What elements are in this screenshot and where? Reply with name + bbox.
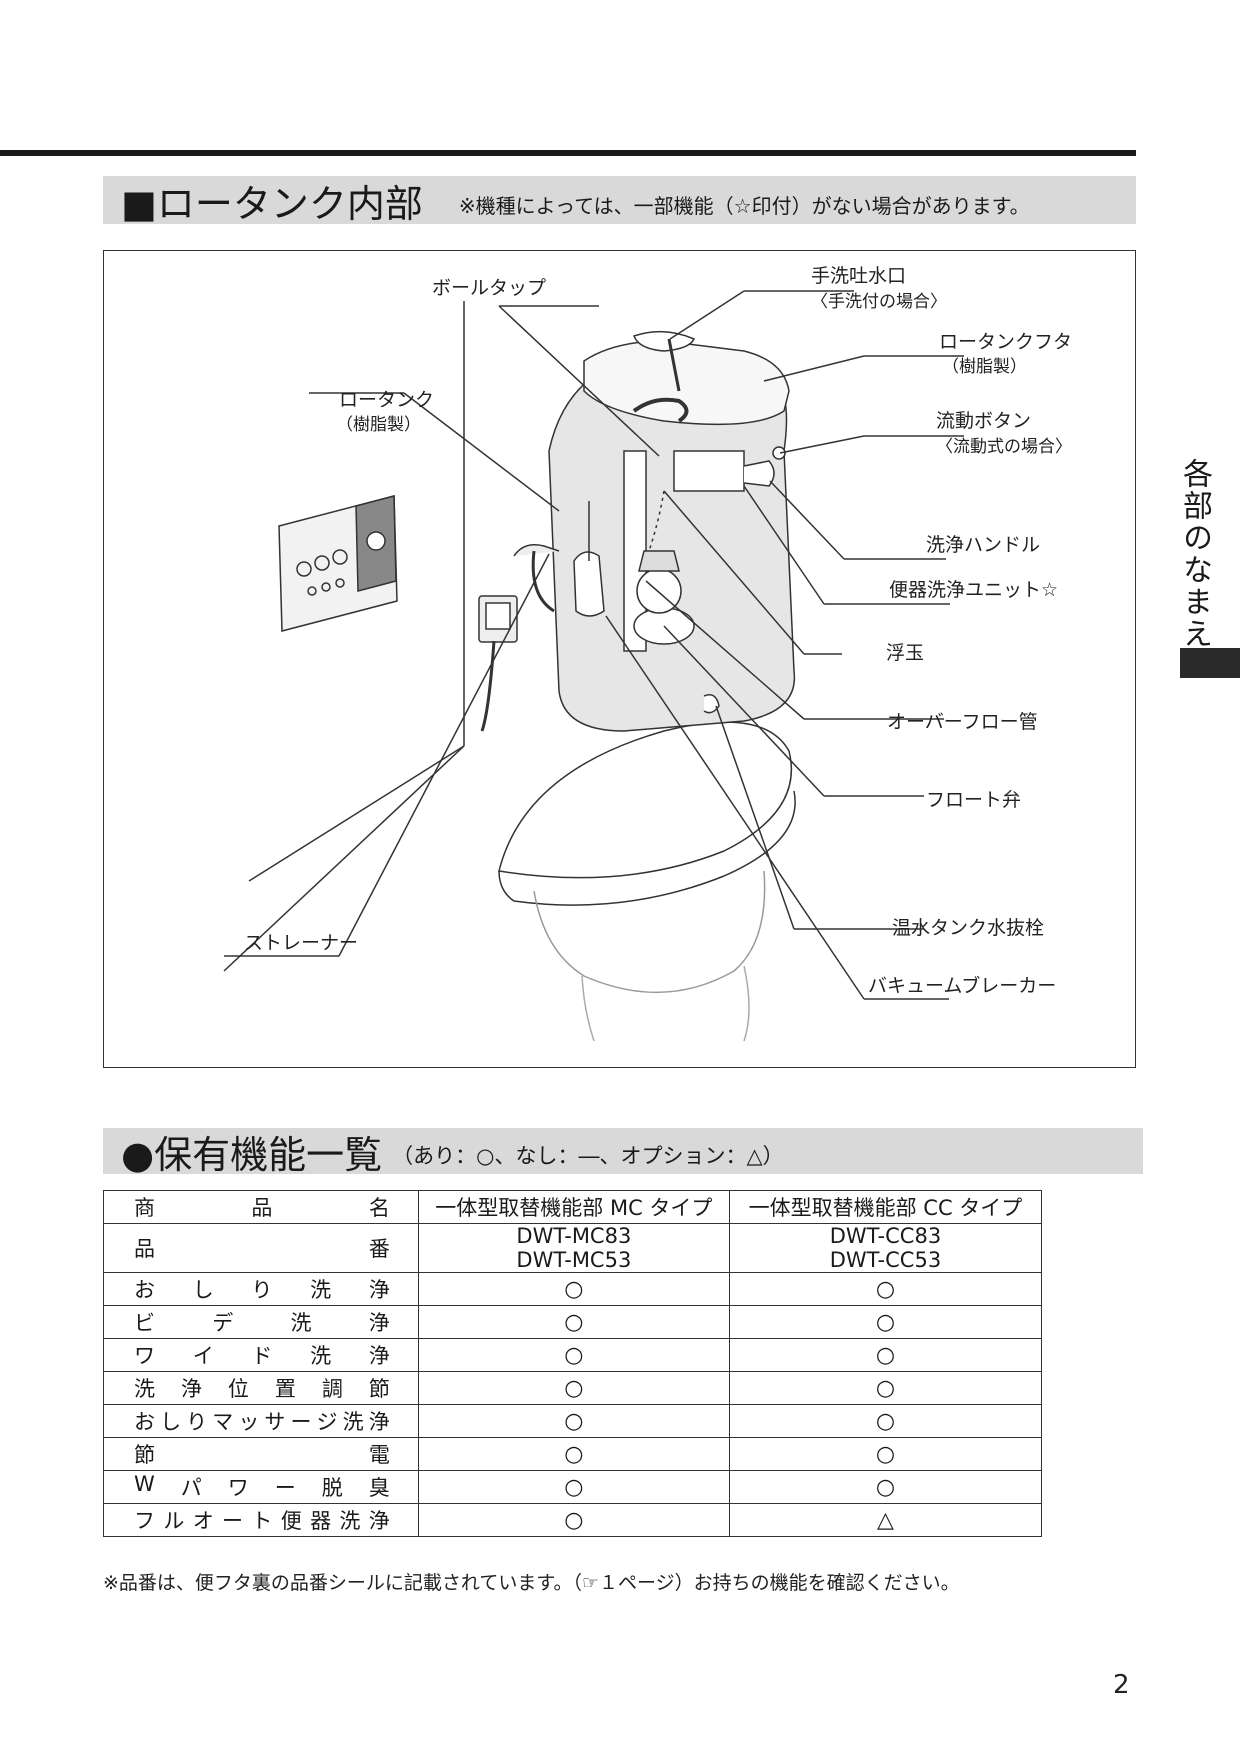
model-mc-cell: DWT-MC83 DWT-MC53 [417, 1223, 730, 1273]
feature-mc: ○ [417, 1470, 730, 1504]
label-vacuum-breaker: バキュームブレーカー [868, 974, 1056, 997]
model-mc-line1: DWT-MC83 [516, 1224, 632, 1248]
feature-label-cell: フルオート便器洗浄 [103, 1503, 419, 1537]
feature-label: ワイド洗浄 [134, 1344, 390, 1368]
feature-cc: ○ [728, 1404, 1043, 1438]
outlet-icon [478, 595, 518, 732]
side-tab-bar [1180, 648, 1240, 678]
model-cc-line2: DWT-CC53 [829, 1248, 942, 1272]
footnote: ※品番は、便フタ裏の品番シールに記載されています。（☞１ページ）お持ちの機能を確… [103, 1572, 960, 1594]
feature-cc: ○ [728, 1371, 1043, 1405]
features-table: 商品名 一体型取替機能部 MC タイプ 一体型取替機能部 CC タイプ 品番 D… [103, 1190, 1043, 1537]
header-mc: 一体型取替機能部 MC タイプ [417, 1190, 730, 1224]
feature-label: おしりマッサージ洗浄 [134, 1410, 390, 1434]
table-row: 節電 ○○ [103, 1437, 1043, 1471]
label-flow-button-note: 〈流動式の場合〉 [936, 437, 1072, 457]
section-header-tank: ■ロータンク内部 ※機種によっては、一部機能（☆印付）がない場合があります。 [103, 176, 1136, 226]
feature-label: フルオート便器洗浄 [134, 1509, 390, 1533]
label-tank-note: （樹脂製） [336, 415, 421, 435]
side-tab-label: 各部のなまえ [1177, 458, 1212, 650]
feature-cc: ○ [728, 1470, 1043, 1504]
label-overflow-pipe: オーバーフロー管 [887, 711, 1038, 733]
feature-label-cell: おしり洗浄 [103, 1272, 419, 1306]
feature-mc: ○ [417, 1404, 730, 1438]
label-flush-unit: 便器洗浄ユニット☆ [889, 579, 1058, 601]
label-spout-note: 〈手洗付の場合〉 [811, 292, 947, 312]
section-note: ※機種によっては、一部機能（☆印付）がない場合があります。 [458, 193, 1030, 218]
table-row: ワイド洗浄 ○○ [103, 1338, 1043, 1372]
feature-label-cell: ビデ洗浄 [103, 1305, 419, 1339]
model-cc-line1: DWT-CC83 [829, 1224, 942, 1248]
label-ball-tap: ボールタップ [432, 277, 546, 299]
table-row: おしりマッサージ洗浄 ○○ [103, 1404, 1043, 1438]
top-rule [0, 150, 1136, 156]
feature-mc: ○ [417, 1371, 730, 1405]
feature-mc: ○ [417, 1272, 730, 1306]
feature-cc: ○ [728, 1437, 1043, 1471]
header-cc: 一体型取替機能部 CC タイプ [728, 1190, 1043, 1224]
low-tank-icon [513, 330, 796, 732]
feature-cc: ○ [728, 1305, 1043, 1339]
model-label: 品番 [134, 1237, 390, 1261]
label-lid: ロータンクフタ [939, 331, 1072, 353]
feature-label-cell: ワイド洗浄 [103, 1338, 419, 1372]
section-legend: （あり：○、なし：―、オプション：△） [392, 1144, 784, 1168]
model-label-cell: 品番 [103, 1223, 419, 1273]
label-float-valve: フロート弁 [926, 789, 1021, 811]
feature-mc: ○ [417, 1437, 730, 1471]
section-header-features: ●保有機能一覧 （あり：○、なし：―、オプション：△） [103, 1128, 1143, 1177]
remote-controller-icon [278, 495, 398, 632]
header-label: 商品名 [134, 1196, 390, 1220]
label-handle: 洗浄ハンドル [926, 534, 1040, 556]
toilet-illustration: ボールタップ 手洗吐水口 〈手洗付の場合〉 ロータンクフタ （樹脂製） ロータン… [223, 265, 1072, 1042]
label-drain-plug: 温水タンク水抜栓 [892, 917, 1044, 939]
model-row: 品番 DWT-MC83 DWT-MC53 DWT-CC83 DWT-CC53 [103, 1223, 1043, 1273]
feature-cc: ○ [728, 1338, 1043, 1372]
label-flow-button: 流動ボタン [936, 410, 1031, 432]
page-number: 2 [1113, 1670, 1130, 1700]
label-lid-note: （樹脂製） [942, 357, 1027, 377]
label-strainer: ストレーナー [244, 932, 358, 954]
feature-mc: ○ [417, 1503, 730, 1537]
feature-label: ビデ洗浄 [134, 1311, 390, 1335]
label-tank: ロータンク [339, 389, 434, 411]
table-row: 洗浄位置調節 ○○ [103, 1371, 1043, 1405]
feature-mc: ○ [417, 1305, 730, 1339]
model-mc-line2: DWT-MC53 [516, 1248, 632, 1272]
section-title-features: ●保有機能一覧 [121, 1132, 383, 1177]
tank-diagram: ボールタップ 手洗吐水口 〈手洗付の場合〉 ロータンクフタ （樹脂製） ロータン… [103, 250, 1136, 1068]
feature-label-cell: 洗浄位置調節 [103, 1371, 419, 1405]
feature-cc: ○ [728, 1272, 1043, 1306]
feature-label-cell: 節電 [103, 1437, 419, 1471]
feature-rows: おしり洗浄○○ビデ洗浄○○ワイド洗浄○○洗浄位置調節○○おしりマッサージ洗浄○○… [103, 1272, 1043, 1537]
header-label-cell: 商品名 [103, 1190, 419, 1224]
feature-label-cell: おしりマッサージ洗浄 [103, 1404, 419, 1438]
table-row: フルオート便器洗浄 ○△ [103, 1503, 1043, 1537]
table-row: ビデ洗浄 ○○ [103, 1305, 1043, 1339]
feature-label: おしり洗浄 [134, 1278, 390, 1302]
label-spout: 手洗吐水口 [811, 265, 906, 287]
toilet-bowl-icon [498, 721, 796, 1042]
table-row: おしり洗浄 ○○ [103, 1272, 1043, 1306]
feature-cc: △ [728, 1503, 1043, 1537]
feature-label: 節電 [134, 1443, 390, 1467]
feature-mc: ○ [417, 1338, 730, 1372]
label-float-ball: 浮玉 [886, 642, 924, 664]
table-header-row: 商品名 一体型取替機能部 MC タイプ 一体型取替機能部 CC タイプ [103, 1190, 1043, 1224]
feature-label: 洗浄位置調節 [134, 1377, 390, 1401]
model-cc-cell: DWT-CC83 DWT-CC53 [728, 1223, 1043, 1273]
section-title-tank: ■ロータンク内部 [121, 181, 423, 226]
